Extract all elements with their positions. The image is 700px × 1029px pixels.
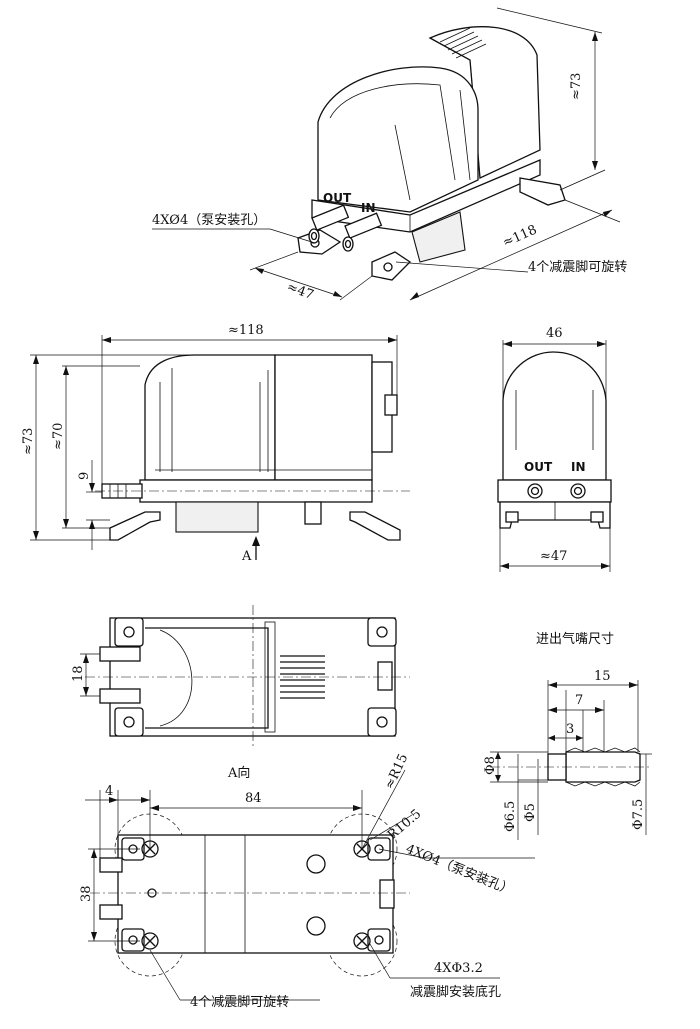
iso-callout-mount: 4XØ4（泵安装孔）	[152, 213, 266, 228]
nozzle-dim-phi75: Φ7.5	[631, 799, 646, 830]
bottom-dim-4: 4	[105, 784, 113, 799]
front-dim-h73: ≈73	[21, 428, 36, 455]
iso-nozzle-in	[342, 212, 383, 252]
isometric-view: OUT IN ≈73 ≈118 ≈47 4XØ4（泵安装孔） 4个减震脚可旋转	[152, 7, 627, 303]
bottom-dim-38: 38	[79, 885, 94, 902]
nozzle-dim-15: 15	[594, 669, 611, 684]
nozzle-dim-phi65: Φ6.5	[503, 801, 518, 832]
side-dim-46: 46	[546, 326, 563, 341]
nozzle-detail: 进出气嘴尺寸 15 7 3 Φ8 Φ6.5 Φ5 Φ7	[483, 631, 652, 840]
iso-dim-width: ≈47	[285, 280, 316, 303]
side-dim-47: ≈47	[540, 549, 567, 564]
bottom-callout-feet: 4个减震脚可旋转	[190, 994, 289, 1010]
bottom-callout-mount: 4XØ4（泵安装孔）	[404, 842, 516, 899]
bottom-callout-holes-count: 4XΦ3.2	[434, 961, 483, 976]
top-view-fins	[280, 655, 325, 699]
iso-nozzle-out	[308, 204, 350, 244]
nozzle-title: 进出气嘴尺寸	[536, 631, 614, 647]
side-label-out: OUT	[524, 460, 553, 474]
top-dim-18: 18	[71, 665, 86, 682]
side-label-in: IN	[571, 460, 586, 474]
bottom-dim-r15: ≈R15	[382, 752, 411, 792]
front-dim-9: 9	[77, 472, 92, 480]
iso-label-in: IN	[361, 201, 376, 215]
iso-label-out: OUT	[323, 191, 352, 205]
nozzle-dim-phi8: Φ8	[483, 756, 498, 775]
bottom-dim-84: 84	[245, 791, 262, 806]
iso-callout-feet: 4个减震脚可旋转	[528, 259, 627, 275]
front-dim-h70: ≈70	[51, 423, 66, 450]
nozzle-dim-7: 7	[575, 693, 583, 708]
bottom-callout-holes-desc: 减震脚安装底孔	[410, 984, 501, 1000]
side-view: OUT IN 46 ≈47	[497, 326, 612, 572]
nozzle-dim-3: 3	[566, 722, 574, 737]
front-dim-length: ≈118	[228, 323, 264, 338]
front-arrow-a: A	[241, 549, 252, 564]
bottom-dim-r105: R10.5	[385, 807, 424, 843]
bottom-title: A向	[227, 765, 250, 781]
iso-dim-height: ≈73	[569, 73, 584, 100]
bottom-view: A向	[79, 752, 535, 1010]
cooling-fins	[439, 27, 487, 59]
top-view: 18	[71, 605, 410, 748]
nozzle-dim-phi5: Φ5	[523, 803, 538, 822]
front-view: ≈118 ≈73 ≈70 9 A	[21, 323, 410, 564]
iso-dim-length: ≈118	[501, 222, 540, 250]
